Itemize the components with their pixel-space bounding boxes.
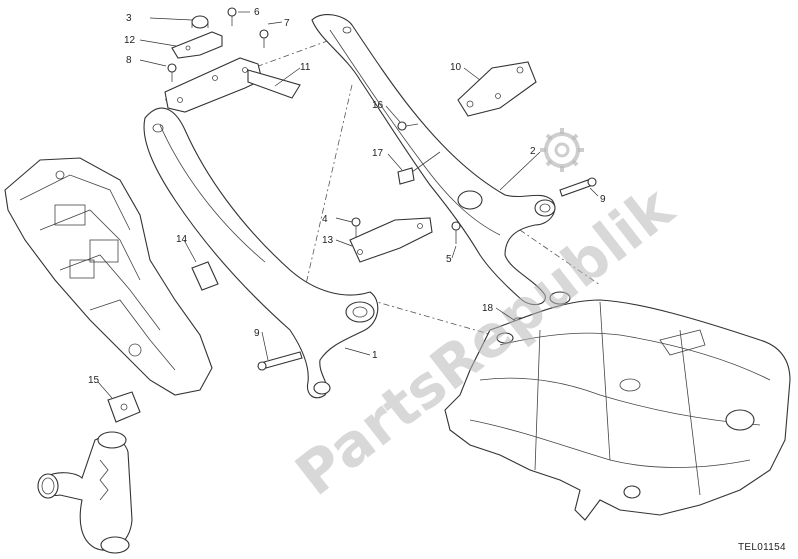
part-15-plate: [107, 391, 141, 423]
callout-16: 16: [372, 100, 384, 111]
part-13-mid-bracket: [349, 217, 433, 263]
callout-17: 17: [372, 148, 384, 159]
part-14-grommet: [191, 261, 219, 291]
part-7-bolt: [259, 29, 269, 48]
part-5-bolt: [451, 221, 461, 244]
part-4-bolt: [351, 217, 361, 238]
part-16-bolt: [397, 121, 419, 131]
callout-18: 18: [482, 303, 494, 314]
callout-10: 10: [450, 62, 462, 73]
main-tubular-frame: [444, 291, 791, 521]
callout-11: 11: [300, 62, 311, 73]
callout-8: 8: [126, 55, 132, 66]
reference-code: TEL01154: [738, 542, 786, 553]
part-9-bolt-upper: [559, 177, 597, 197]
callout-2: 2: [530, 146, 536, 157]
callout-4: 4: [322, 214, 328, 225]
callout-13: 13: [322, 235, 334, 246]
part-9-bolt-lower: [257, 351, 303, 371]
gear-icon: [540, 128, 584, 172]
callout-7: 7: [284, 18, 290, 29]
callout-9-lower: 9: [254, 328, 260, 339]
part-10-bracket: [457, 61, 537, 117]
callout-9-upper: 9: [600, 194, 606, 205]
part-1-left-rail: [143, 107, 379, 399]
callout-14: 14: [176, 234, 188, 245]
callout-3: 3: [126, 13, 132, 24]
callout-1: 1: [372, 350, 378, 361]
callout-labels: 3 6 7 12 8 11 10 16 17 2 9 4 13 5 14 18 …: [88, 7, 606, 386]
callout-15: 15: [88, 375, 100, 386]
rear-fender-tray: [4, 157, 213, 396]
part-17-clip: [397, 151, 441, 185]
callout-5: 5: [446, 254, 452, 265]
part-3-rubber-pad: [191, 15, 209, 29]
leader-lines: [97, 11, 599, 399]
part-2-right-rail: [311, 14, 556, 306]
callout-12: 12: [124, 35, 136, 46]
part-8-bolt: [167, 63, 177, 82]
callout-6: 6: [254, 7, 260, 18]
part-12-small-bracket: [171, 31, 223, 59]
part-6-bolt: [227, 7, 237, 26]
intake-elbow: [37, 431, 133, 554]
part-11-bracket-plate: [164, 57, 301, 113]
